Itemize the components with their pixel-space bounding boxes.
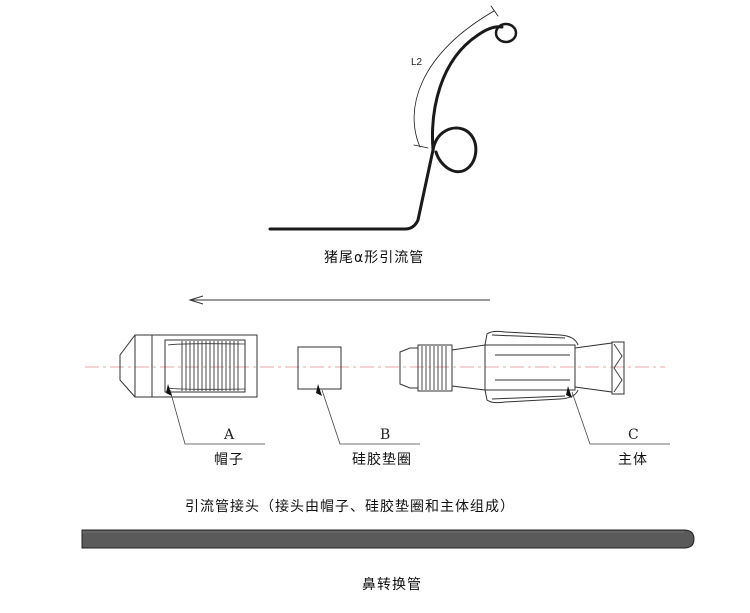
direction-arrow	[188, 295, 490, 305]
nasal-tube-caption: 鼻转换管	[362, 577, 422, 593]
part-b-name: 硅胶垫圈	[352, 452, 412, 468]
connector-caption: 引流管接头（接头由帽子、硅胶垫圈和主体组成）	[185, 499, 515, 515]
leader-line-a	[166, 384, 265, 445]
main-body-part-c-drawing	[399, 330, 625, 404]
gasket-part-b-drawing	[297, 346, 342, 390]
dimension-label-l2: L2	[411, 57, 423, 68]
part-a-letter: A	[224, 427, 235, 443]
leader-line-c	[566, 386, 670, 445]
pigtail-tube-drawing	[268, 5, 518, 231]
part-a-name: 帽子	[214, 452, 244, 468]
leader-line-b	[316, 384, 420, 445]
pigtail-caption: 猪尾α形引流管	[324, 250, 425, 266]
part-c-name: 主体	[618, 452, 648, 468]
part-b-letter: B	[380, 427, 391, 443]
part-c-letter: C	[628, 427, 639, 443]
cap-part-a-drawing	[119, 334, 258, 398]
nasal-tube-drawing	[81, 529, 695, 549]
